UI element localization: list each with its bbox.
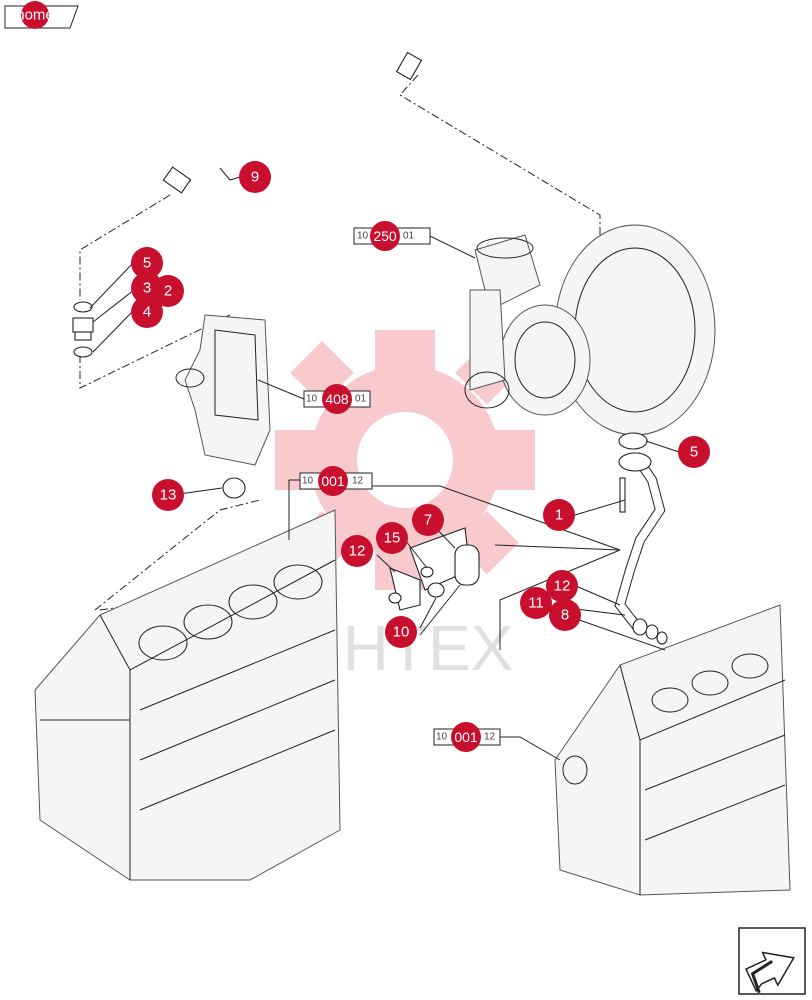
ref-turbo[interactable]: 10 250 01 xyxy=(353,221,431,251)
callout-2-label: 2 xyxy=(164,283,172,300)
bracket-assembly xyxy=(388,527,480,611)
callout-11[interactable]: 11 xyxy=(520,587,552,619)
ref-block-left[interactable]: 10 001 12 xyxy=(299,466,373,496)
ref-block-right-pre: 10 xyxy=(436,732,448,743)
engine-block-left xyxy=(34,509,341,881)
ref-cooler[interactable]: 10 408 01 xyxy=(303,384,371,414)
ref-block-right[interactable]: 10 001 12 xyxy=(433,722,501,752)
ref-block-left-pre: 10 xyxy=(302,476,314,487)
ref-block-right-num: 001 xyxy=(454,729,478,745)
ref-turbo-pre: 10 xyxy=(357,231,369,242)
callout-12-left-label: 12 xyxy=(349,543,366,560)
home-button[interactable]: home xyxy=(4,1,79,29)
callout-10[interactable]: 10 xyxy=(385,616,417,648)
oil-feed-hose xyxy=(162,44,449,194)
callout-9[interactable]: 9 xyxy=(239,161,271,193)
callout-5-lower[interactable]: 5 xyxy=(678,436,710,468)
plug xyxy=(222,477,246,499)
callout-1-label: 1 xyxy=(555,507,563,524)
ref-cooler-num: 408 xyxy=(325,391,349,407)
callout-1[interactable]: 1 xyxy=(543,499,575,531)
callout-7[interactable]: 7 xyxy=(412,504,444,536)
callout-4-label: 4 xyxy=(143,304,151,321)
ref-block-left-post: 12 xyxy=(352,476,364,487)
ref-turbo-num: 250 xyxy=(373,228,397,244)
callout-5-lower-label: 5 xyxy=(690,444,698,461)
callout-13[interactable]: 13 xyxy=(152,479,184,511)
home-label: home xyxy=(16,7,54,24)
callout-10-label: 10 xyxy=(393,624,410,641)
ref-block-left-num: 001 xyxy=(321,473,345,489)
fitting-stack xyxy=(72,301,94,358)
callout-7-label: 7 xyxy=(424,512,432,529)
callout-12-right-label: 12 xyxy=(554,578,571,595)
callout-5-upper-label: 5 xyxy=(143,255,151,272)
callout-12-left[interactable]: 12 xyxy=(341,535,373,567)
callout-12-right[interactable]: 12 xyxy=(546,570,578,602)
ref-block-right-post: 12 xyxy=(484,732,496,743)
callout-15[interactable]: 15 xyxy=(376,522,408,554)
callout-3-label: 3 xyxy=(143,280,151,297)
turbocharger xyxy=(464,224,716,436)
ref-cooler-post: 01 xyxy=(355,394,367,405)
callout-13-label: 13 xyxy=(160,487,177,504)
ref-cooler-pre: 10 xyxy=(306,394,318,405)
callout-5-upper[interactable]: 5 xyxy=(131,247,163,279)
callout-15-label: 15 xyxy=(384,530,401,547)
callout-8[interactable]: 8 xyxy=(549,599,581,631)
callout-3[interactable]: 3 xyxy=(131,272,163,304)
callout-4[interactable]: 4 xyxy=(131,296,163,328)
oil-cooler xyxy=(175,314,271,466)
oil-return-tube xyxy=(614,432,668,645)
next-page-button[interactable] xyxy=(738,927,806,995)
callout-8-label: 8 xyxy=(561,607,569,624)
engine-block-right xyxy=(554,604,791,896)
callout-9-label: 9 xyxy=(251,169,259,186)
callout-11-label: 11 xyxy=(528,595,544,612)
ref-turbo-post: 01 xyxy=(403,231,415,242)
arrow-next-icon xyxy=(745,951,795,994)
